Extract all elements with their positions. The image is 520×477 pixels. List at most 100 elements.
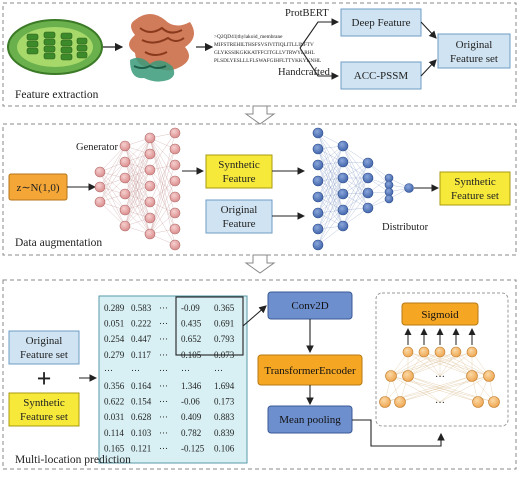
synthetic-feature-text: Feature [223, 173, 256, 185]
matrix-cell: ··· [159, 381, 168, 391]
generator-label: Generator [76, 142, 118, 153]
matrix-cell: ··· [159, 350, 168, 360]
matrix-cell: ··· [159, 334, 168, 344]
matrix-cell: ··· [159, 428, 168, 438]
down-arrow-icon [244, 254, 276, 274]
matrix-cell: 0.222 [131, 319, 151, 329]
matrix-cell: ··· [181, 365, 190, 375]
matrix-cell: ··· [159, 412, 168, 422]
matrix-cell: 0.051 [104, 319, 124, 329]
mlp-ellipsis: ··· [435, 398, 445, 409]
matrix-cell: 0.254 [104, 334, 125, 344]
matrix-cell: 0.279 [104, 350, 125, 360]
output-mlp-nodes [379, 346, 500, 408]
matrix-cell: 1.694 [214, 381, 235, 391]
matrix-cell: 0.435 [181, 319, 202, 329]
matrix-cell: ··· [159, 303, 168, 313]
mlp-ellipsis: ··· [435, 372, 445, 383]
plus-sign: + [37, 364, 52, 393]
protein-structure-image [129, 14, 194, 82]
matrix-cell: 0.782 [181, 428, 201, 438]
synthetic-feature-set-text: Feature set [20, 411, 68, 423]
sequence-line: >Q2QD41|thylakoid_membrane [214, 34, 283, 40]
panel-multi-location-prediction [2, 279, 517, 470]
matrix-cell: -0.06 [181, 397, 200, 407]
acc-pssm-text: ACC-PSSM [354, 70, 409, 82]
synthetic-feature-set-text: Feature set [451, 190, 499, 202]
matrix-cell: 0.106 [214, 443, 235, 453]
protein-sequence: >Q2QD41|thylakoid_membrane MIFSTREHILTHS… [214, 34, 321, 64]
matrix-cell: ··· [159, 397, 168, 407]
original-feature-text: Feature [223, 218, 256, 230]
matrix-cell: 1.346 [181, 381, 202, 391]
output-head-frame [375, 292, 509, 427]
original-feature-text: Original [221, 204, 258, 216]
original-feature-set-text: Feature set [450, 53, 498, 65]
matrix-cell: ··· [159, 319, 168, 329]
matrix-cell: 0.289 [104, 303, 125, 313]
protbert-label: ProtBERT [285, 8, 329, 19]
matrix-cell: 0.652 [181, 334, 201, 344]
mean-pooling-text: Mean pooling [279, 414, 341, 426]
original-feature-set-box [8, 330, 80, 365]
original-feature-set-text: Original [26, 335, 63, 347]
matrix-cell: 0.173 [214, 397, 235, 407]
sigmoid-arrows [404, 328, 476, 345]
matrix-cell: 0.883 [214, 412, 235, 422]
transformer-encoder-text: TransformerEncoder [264, 365, 356, 377]
output-mlp-links [384, 351, 495, 403]
original-feature-set-text: Original [456, 39, 493, 51]
sequence-line: GLYKSSIKGKKATFFCITGLLVTRWYLRHL [214, 50, 315, 56]
distributor-nodes [312, 127, 414, 251]
matrix-cell: 0.447 [131, 334, 152, 344]
matrix-cell: 0.164 [131, 381, 152, 391]
matrix-cell: 0.121 [131, 443, 151, 453]
matrix-cell: 0.628 [131, 412, 152, 422]
matrix-cell: 0.622 [104, 397, 124, 407]
matrix-cell: 0.114 [104, 428, 124, 438]
matrix-cell: 0.409 [181, 412, 202, 422]
matrix-cell: 0.839 [214, 428, 235, 438]
chloroplast-image [7, 19, 103, 75]
matrix-cell: 0.365 [214, 303, 235, 313]
synthetic-feature-set-box [439, 171, 511, 206]
sequence-line: PLSDLYESLLLFLSWAFGIHFLTTYKKYKNHL [214, 58, 321, 64]
matrix-cell: ··· [214, 365, 223, 375]
original-feature-set-box [437, 33, 511, 69]
matrix-cell: 0.356 [104, 381, 125, 391]
distributor-label: Distributor [382, 222, 429, 233]
sigmoid-box [401, 302, 479, 326]
down-arrow-icon [244, 105, 276, 125]
feature-matrix [98, 295, 248, 464]
matrix-cell: 0.583 [131, 303, 152, 313]
sequence-line: MIFSTREHILTHSFSVSIVITIQLITLLINFTV [214, 42, 314, 48]
original-feature-box [205, 199, 273, 234]
handcrafted-label: Handcrafted [278, 67, 331, 78]
deep-feature-text: Deep Feature [352, 17, 411, 29]
matrix-cell: ··· [159, 365, 168, 375]
sigmoid-text: Sigmoid [421, 309, 459, 321]
panel-label-data-augmentation: Data augmentation [15, 237, 102, 249]
matrix-cell: ··· [104, 365, 113, 375]
noise-input-text: z∼N(1,0) [16, 182, 59, 194]
original-feature-set-text: Feature set [20, 349, 68, 361]
matrix-cell: -0.125 [181, 443, 205, 453]
matrix-cell: 0.117 [131, 350, 151, 360]
matrix-cell: 0.105 [181, 350, 202, 360]
matrix-cell: 0.691 [214, 319, 234, 329]
distributor-network [317, 132, 410, 246]
matrix-cell: 0.031 [104, 412, 124, 422]
matrix-cell: 0.103 [131, 428, 152, 438]
matrix-cell: 0.165 [104, 443, 125, 453]
conv2d-text: Conv2D [291, 300, 328, 312]
matrix-cell: ··· [131, 365, 140, 375]
matrix-cell: 0.154 [131, 397, 152, 407]
matrix-cell: ··· [159, 443, 168, 453]
synthetic-feature-set-text: Synthetic [454, 176, 496, 188]
synthetic-feature-text: Synthetic [218, 159, 260, 171]
matrix-cell: 0.793 [214, 334, 235, 344]
panel-label-feature-extraction: Feature extraction [15, 89, 99, 101]
matrix-cell: 0.073 [214, 350, 235, 360]
